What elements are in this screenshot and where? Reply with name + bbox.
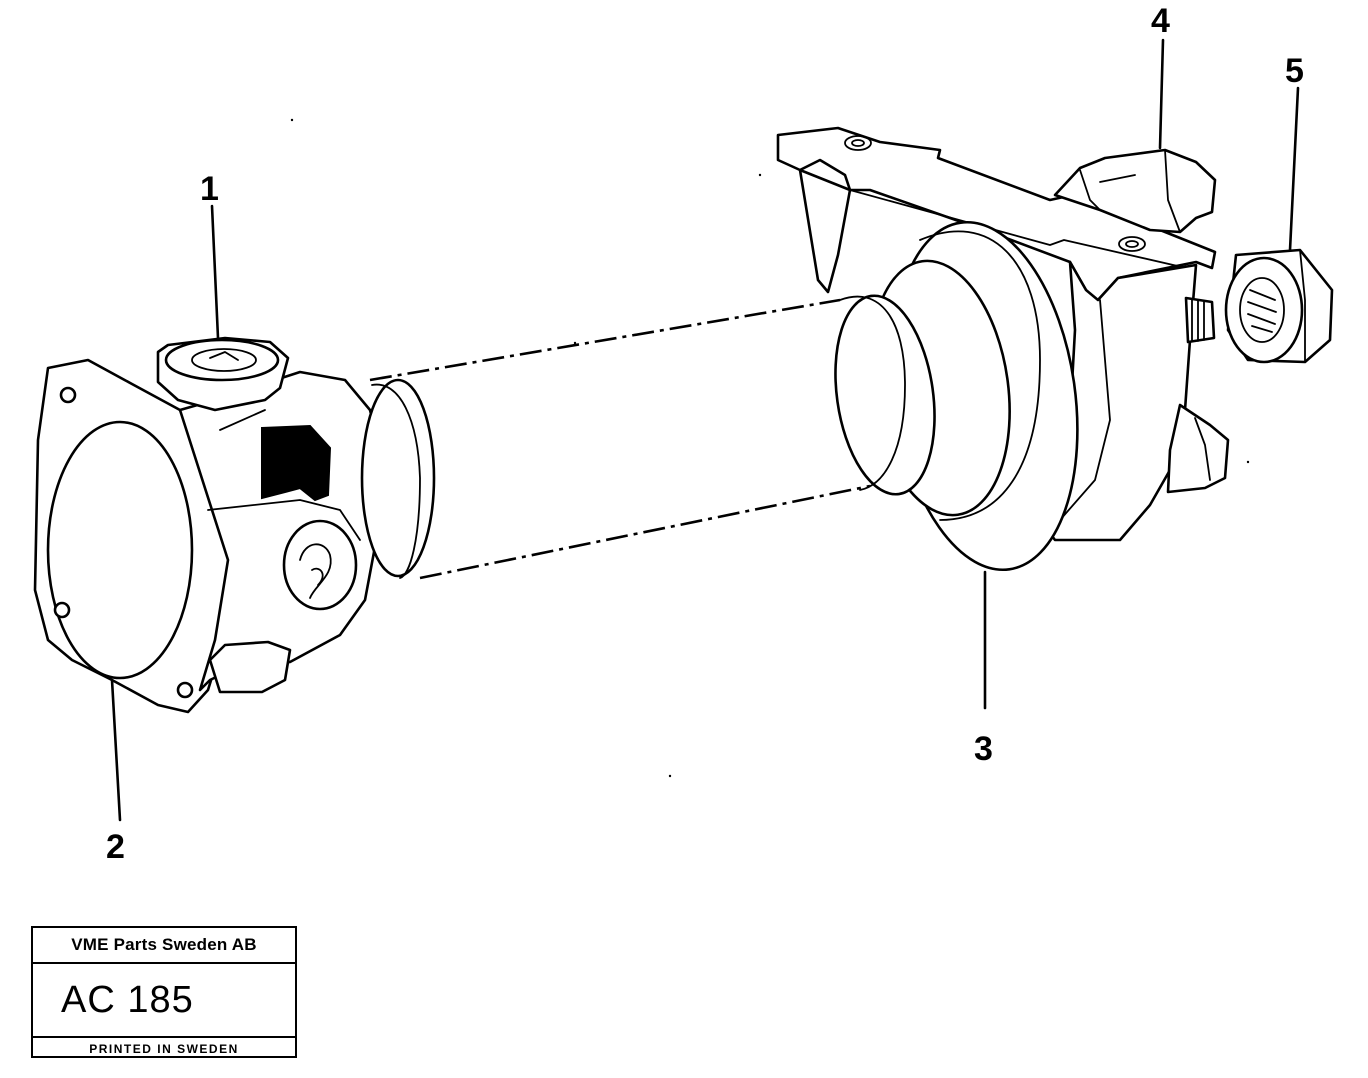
callout-5: 5 xyxy=(1285,52,1304,90)
leader-lines xyxy=(110,38,1300,822)
universal-joint xyxy=(156,336,436,694)
company-name: VME Parts Sweden AB xyxy=(33,928,295,964)
callout-2: 2 xyxy=(106,828,125,866)
shaft-tube xyxy=(369,298,871,580)
stub-bolt xyxy=(1184,296,1216,344)
center-bearing-bracket xyxy=(776,126,1230,542)
hex-nut xyxy=(1224,248,1334,364)
callout-4: 4 xyxy=(1151,2,1170,40)
title-block: VME Parts Sweden AB AC 185 PRINTED IN SW… xyxy=(31,926,297,1058)
rubber-bearing xyxy=(834,220,1079,572)
illustration-code: AC 185 xyxy=(33,964,295,1038)
companion-flange xyxy=(33,358,237,714)
printed-in-label: PRINTED IN SWEDEN xyxy=(89,1042,239,1056)
print-specks xyxy=(290,118,1250,778)
callout-3: 3 xyxy=(974,730,993,768)
callout-1: 1 xyxy=(200,170,219,208)
clamp-block xyxy=(1053,148,1217,234)
